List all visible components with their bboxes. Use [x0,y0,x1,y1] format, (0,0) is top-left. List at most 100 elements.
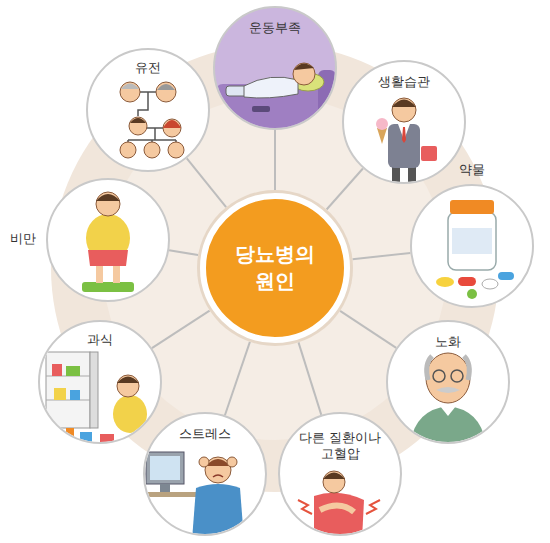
aging-illustration-part [426,353,470,403]
lifestyle-illustration [376,98,437,186]
overeating-illustration-part [54,388,66,400]
connector-line [327,169,363,210]
stress-illustration-part [227,457,237,467]
aging-illustration-part [464,356,469,380]
stress-illustration-part [146,452,184,484]
connector-line [225,342,250,415]
cause-label: 과식 [60,332,140,348]
aging-illustration-part [433,370,445,382]
heredity-illustration-part [129,117,147,135]
lifestyle-illustration-part [402,127,406,143]
obesity-illustration-part [113,264,120,283]
heredity-illustration-part [157,84,175,90]
medicine-illustration-part [467,289,477,299]
circle-fill [39,7,533,535]
circle-fill-part [214,7,336,129]
aging-illustration-part [427,356,432,380]
connector-line [187,158,226,207]
disease-illustration-part [323,473,345,480]
cause-circle: 약물 [410,184,534,308]
overeating-illustration-part [66,366,80,376]
stress-illustration [140,452,244,540]
lifestyle-illustration-part [376,118,388,130]
circle-fill-part [411,185,533,307]
couch-illustration-part [252,106,270,112]
stress-illustration-part [213,475,223,477]
cause-label: 비만 [6,231,40,247]
medicine-illustration-part [448,212,496,270]
overeating-illustration [46,352,147,444]
overeating-illustration-part [117,375,139,397]
heredity-illustration-part [138,92,156,116]
center-title: 당뇨병의 원인 [223,241,327,295]
disease-illustration-part [323,471,345,493]
medicine-illustration-part [458,277,476,286]
circle-fill-part [47,179,169,301]
couch-illustration-part [294,63,314,70]
cause-label: 유전 [108,60,188,76]
cause-label: 다른 질환이나 고혈압 [292,430,388,462]
disease-illustration-part [298,500,312,514]
couch-illustration-part [244,77,298,98]
heredity-illustration-part [163,120,181,128]
stress-illustration-part [140,492,200,497]
overeating-illustration-part [113,395,147,433]
stress-illustration-part [206,459,230,466]
obesity-illustration-part [82,282,134,292]
medicine-illustration-part [498,272,514,280]
cause-circle: 스트레스 [143,412,267,536]
connector-line [299,342,322,415]
aging-illustration-part [436,387,460,393]
aging-illustration-part [410,406,486,446]
stress-illustration-part [160,484,170,492]
cause-circle: 생활습관 [342,60,466,184]
lifestyle-illustration-part [392,100,416,108]
medicine-illustration-part [482,279,498,289]
lifestyle-illustration-part [392,98,416,122]
medicine-illustration-part [452,228,492,254]
overeating-illustration-part [100,434,114,442]
medicine-illustration [436,200,514,299]
heredity-illustration-part [168,142,184,158]
cause-circle: 노화 [386,320,510,444]
obesity-illustration-part [96,192,120,216]
cause-circle: 과식 [38,320,162,444]
heredity-illustration-part [121,84,139,90]
disease-illustration-part [366,500,380,514]
cause-label: 약물 [412,162,532,178]
overeating-illustration-part [70,390,80,400]
aging-illustration [410,353,486,446]
connector-line [152,311,210,349]
heredity-illustration-part [120,82,140,102]
cause-label: 생활습관 [364,74,444,90]
overeating-illustration-part [46,352,90,428]
overeating-illustration-part [90,352,98,428]
cause-circle: 유전 [86,48,210,172]
heredity-illustration-part [163,119,181,137]
obesity-illustration-part [96,264,103,283]
heredity-illustration-part [130,118,146,123]
aging-illustration-part [440,406,456,416]
couch-illustration [215,63,336,128]
connector-line [353,253,411,259]
heredity-illustration-part [144,142,160,158]
stress-illustration-part [150,456,180,480]
connector-line [340,311,396,348]
heredity-illustration-part [120,142,136,158]
medicine-illustration-part [450,200,494,214]
medicine-illustration-part [436,277,454,287]
overeating-illustration-part [66,428,74,444]
stress-illustration-part [192,484,244,540]
overeating-illustration-part [117,377,139,384]
disease-illustration [298,471,380,540]
cause-circle: 운동부족 [213,6,337,130]
obesity-illustration [82,192,134,292]
connector-line [169,250,198,255]
disease-illustration-part [320,505,354,512]
circle-fill-part [87,49,209,171]
couch-illustration-part [293,63,315,85]
lifestyle-illustration-part [377,128,387,144]
heredity-illustration-part [156,82,176,102]
obesity-illustration-part [88,250,128,266]
